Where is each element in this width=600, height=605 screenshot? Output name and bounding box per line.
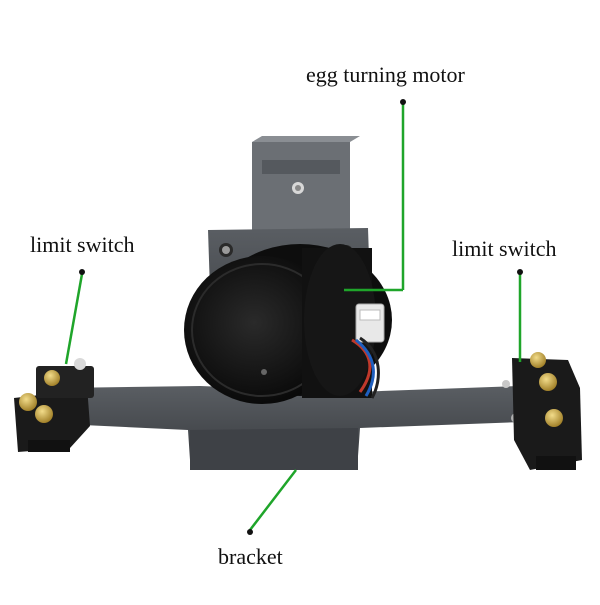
left-switch-leader-line	[64, 273, 84, 365]
left-limit-switch	[14, 358, 94, 452]
motor-body	[184, 244, 392, 404]
right-limit-switch-label: limit switch	[452, 236, 557, 261]
motor-connector	[351, 303, 385, 399]
upright-bracket	[252, 136, 360, 232]
left-limit-switch-label: limit switch	[30, 232, 135, 257]
bracket-leader-line	[249, 469, 297, 531]
right-limit-switch	[512, 352, 582, 470]
bracket-label: bracket	[218, 544, 283, 569]
leader-lines	[64, 102, 522, 531]
egg-turning-motor-label: egg turning motor	[306, 62, 465, 87]
